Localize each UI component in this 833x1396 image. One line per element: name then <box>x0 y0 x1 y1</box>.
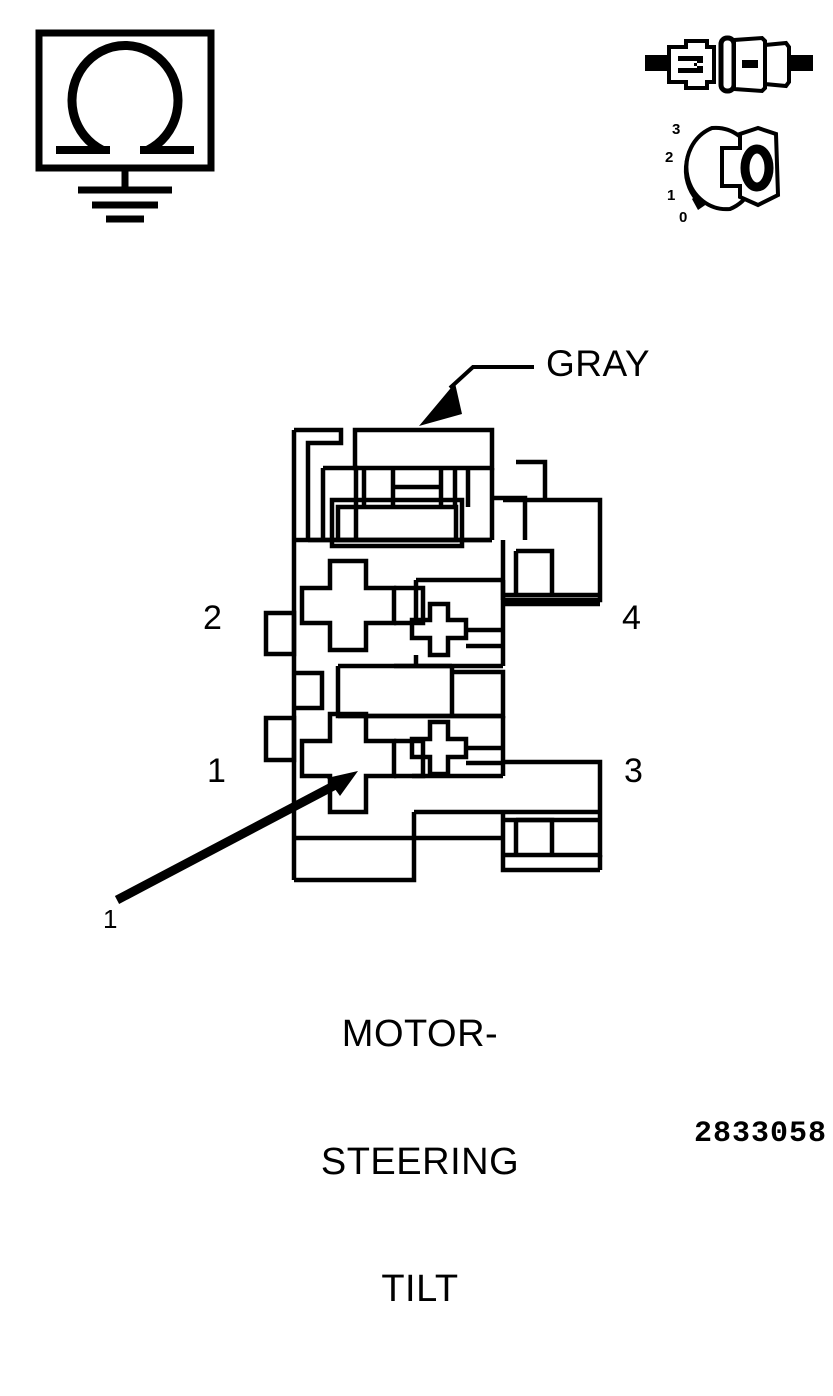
caption-line-2: STEERING <box>320 1140 520 1183</box>
connector-body-drawing <box>263 427 603 883</box>
connector-disconnect-symbol <box>645 35 813 94</box>
pin-2-label: 2 <box>203 599 222 637</box>
pin-1-label: 1 <box>207 752 226 790</box>
diagram-sheet: 3 2 1 0 <box>35 29 828 1310</box>
terminal-1-callout-arrow <box>114 771 358 904</box>
ignition-key-switch-symbol <box>683 125 781 212</box>
callout-1-label: 1 <box>103 904 118 934</box>
key-position-3-label: 3 <box>672 121 681 138</box>
key-position-1-label: 1 <box>667 187 676 204</box>
part-number-label: 2833058 <box>694 1117 828 1151</box>
pin-3-label: 3 <box>624 752 643 790</box>
key-position-2-label: 2 <box>665 149 674 166</box>
caption-line-3: TILT <box>381 1268 459 1311</box>
gray-wire-leader <box>419 365 534 426</box>
key-position-0-label: 0 <box>679 209 688 226</box>
ohmmeter-ground-symbol <box>35 29 215 223</box>
connector-caption: MOTOR- STEERING TILT <box>260 928 580 1396</box>
pin-4-label: 4 <box>622 599 641 637</box>
gray-wire-label: GRAY <box>546 343 651 384</box>
caption-line-1: MOTOR- <box>341 1013 499 1056</box>
